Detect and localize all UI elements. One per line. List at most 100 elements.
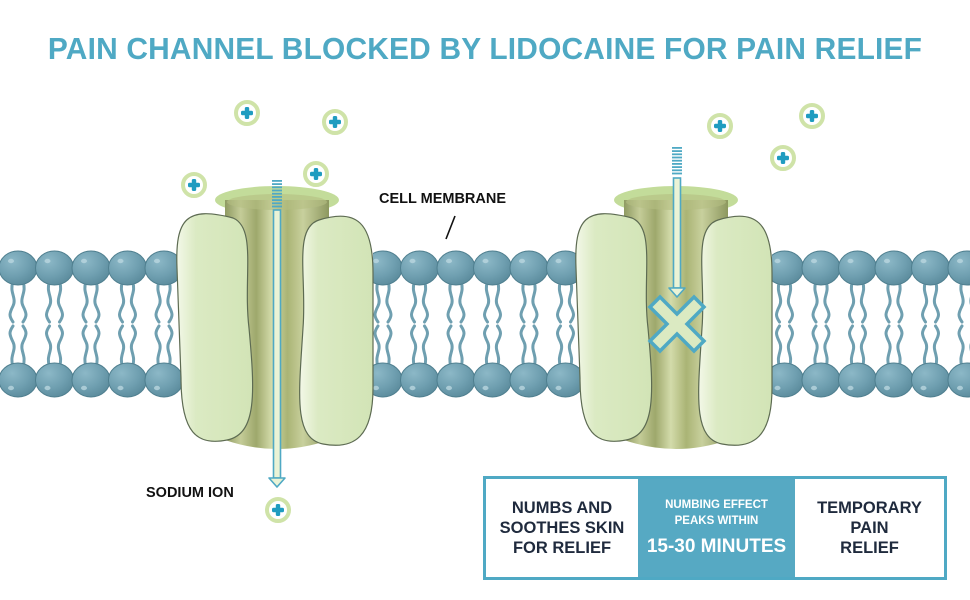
- lipid-head: [801, 250, 841, 286]
- lipid-head: [35, 362, 74, 398]
- lipid-tail: [373, 280, 381, 324]
- lipid-highlight: [811, 258, 817, 264]
- page-title: PAIN CHANNEL BLOCKED BY LIDOCAINE FOR PA…: [47, 32, 923, 66]
- arrow-dash: [672, 159, 682, 162]
- arrow-shaft: [272, 209, 282, 479]
- lipid-highlight: [154, 258, 160, 264]
- lipid-tail: [410, 280, 418, 324]
- lipid-tail: [421, 280, 429, 324]
- lipid-tail: [494, 280, 502, 324]
- lipid-highlight: [957, 385, 963, 391]
- lipid-highlight: [8, 385, 14, 391]
- arrow-dash: [672, 147, 682, 149]
- sodium-ion-icon: [303, 161, 329, 187]
- lipid-tail: [154, 280, 162, 324]
- cell-membrane-label: CELL MEMBRANE: [379, 191, 507, 207]
- lipid-tail: [385, 324, 393, 368]
- lipid-tail: [932, 280, 940, 324]
- arrow-head: [268, 477, 286, 488]
- sodium-ion-icon: [234, 100, 260, 126]
- lipid-tail: [20, 324, 28, 368]
- phospholipid: [108, 250, 147, 398]
- lipid-head: [436, 362, 476, 398]
- lipid-tail: [118, 324, 126, 368]
- lipid-highlight: [8, 258, 14, 264]
- lipid-tail: [494, 324, 502, 368]
- lipid-head: [71, 362, 111, 398]
- lipid-head: [838, 250, 877, 286]
- lipid-head: [546, 362, 585, 398]
- lipid-tail: [8, 280, 16, 324]
- arrow-dash: [672, 163, 682, 165]
- lipid-tail: [421, 324, 429, 368]
- lipid-tail: [848, 324, 856, 368]
- phospholipid: [0, 250, 38, 398]
- arrow-dash: [272, 183, 282, 185]
- lipid-highlight: [555, 385, 562, 391]
- sodium-ion-icon: [799, 103, 825, 129]
- lipid-highlight: [446, 385, 452, 391]
- lipid-highlight: [409, 258, 416, 264]
- lipid-tail: [81, 324, 89, 368]
- info-left-line: NUMBS AND: [511, 499, 613, 517]
- info-numbing-effect: NUMBING EFFECT PEAKS WITHIN 15-30 MINUTE…: [638, 479, 795, 577]
- lipid-tail: [446, 280, 454, 324]
- arrow-dash: [672, 172, 682, 175]
- info-right-line: RELIEF: [840, 539, 899, 557]
- cell-membrane: [0, 250, 970, 398]
- lipid-tail: [786, 324, 794, 368]
- arrow-dash: [272, 196, 282, 198]
- ion-plus-v: [244, 107, 250, 119]
- lipid-tail: [531, 324, 539, 368]
- lipid-highlight: [44, 258, 51, 264]
- lipid-head: [400, 250, 439, 286]
- block-x-shape: [647, 294, 707, 354]
- phospholipid: [35, 250, 74, 398]
- lipid-highlight: [482, 385, 489, 391]
- lipid-tail: [483, 280, 491, 324]
- lipid-head: [947, 250, 970, 286]
- lipid-tail: [531, 280, 539, 324]
- lipid-tail: [957, 280, 965, 324]
- lipid-tail: [373, 324, 381, 368]
- lipid-tail: [410, 324, 418, 368]
- arrow-dash: [672, 153, 682, 156]
- lipid-highlight: [847, 385, 854, 391]
- lipid-highlight: [117, 385, 124, 391]
- lipid-tail: [957, 324, 965, 368]
- lipid-highlight: [774, 385, 781, 391]
- lipid-tail: [45, 280, 53, 324]
- phospholipid: [874, 250, 914, 398]
- lipid-highlight: [884, 385, 890, 391]
- info-box: NUMBS AND SOOTHES SKIN FOR RELIEF NUMBIN…: [483, 476, 947, 580]
- lipid-highlight: [117, 258, 124, 264]
- arrow-dash: [672, 169, 682, 172]
- arrow-dash: [672, 156, 682, 159]
- lipid-tail: [884, 280, 892, 324]
- phospholipid: [947, 250, 970, 398]
- lipid-tail: [556, 280, 564, 324]
- lipid-head: [874, 362, 914, 398]
- lipid-tail: [154, 324, 162, 368]
- phospholipid: [400, 250, 439, 398]
- blocked-flow-arrow: [668, 147, 686, 298]
- lipid-tail: [20, 280, 28, 324]
- lipid-highlight: [81, 385, 87, 391]
- lipid-head: [509, 250, 549, 286]
- lipid-head: [400, 362, 439, 398]
- sodium-ion-label: SODIUM ION: [146, 485, 234, 501]
- sodium-ion-icon: [322, 109, 348, 135]
- arrow-dash: [672, 166, 682, 168]
- lipid-head: [108, 250, 147, 286]
- lipid-tail: [56, 324, 64, 368]
- ion-plus-v: [332, 116, 338, 128]
- ion-plus-v: [313, 168, 319, 180]
- info-temporary-relief: TEMPORARY PAIN RELIEF: [795, 479, 944, 577]
- lipid-head: [0, 362, 38, 398]
- lipid-tail: [932, 324, 940, 368]
- arrow-dash: [272, 180, 282, 182]
- lipid-tail: [81, 280, 89, 324]
- info-right-line: PAIN: [850, 519, 889, 537]
- phospholipid: [911, 250, 950, 398]
- channel-subunit-right: [299, 215, 374, 446]
